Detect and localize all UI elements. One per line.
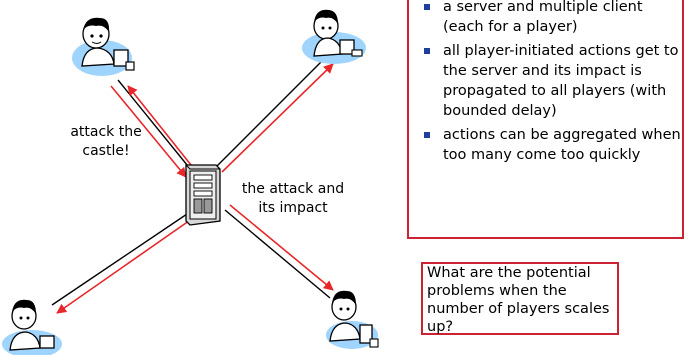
arrow-impact-to-top-left bbox=[127, 85, 196, 171]
player-bottom-left-icon bbox=[2, 299, 62, 355]
bullet-text: all player-initiated actions get to the … bbox=[443, 43, 679, 119]
label-attack-and-impact: the attack and its impact bbox=[241, 181, 345, 216]
arrow-impact-to-bottom-left bbox=[56, 215, 197, 314]
square-bullet-icon bbox=[424, 4, 430, 10]
player-top-right-icon bbox=[302, 9, 366, 64]
question-text: What are the potential problems when the… bbox=[427, 265, 610, 335]
bullet-text: actions can be aggregated when too many … bbox=[443, 127, 681, 163]
player-bottom-right-icon bbox=[326, 290, 379, 349]
client-server-diagram bbox=[2, 9, 379, 355]
label-attack-the-castle: attack the castle! bbox=[70, 124, 142, 159]
bullet-list: a server and multiple client (each for a… bbox=[419, 0, 681, 169]
bullet-item: actions can be aggregated when too many … bbox=[419, 125, 681, 165]
player-top-left-icon bbox=[72, 17, 135, 76]
link-bottom-left bbox=[51, 211, 191, 306]
arrow-impact-to-bottom-right bbox=[229, 204, 334, 291]
bullet-list-box: a server and multiple client (each for a… bbox=[407, 0, 684, 239]
server-tower-icon bbox=[185, 164, 221, 226]
question-box: What are the potential problems when the… bbox=[421, 262, 619, 335]
bullet-item: all player-initiated actions get to the … bbox=[419, 41, 681, 121]
square-bullet-icon bbox=[424, 132, 430, 138]
link-bottom-right bbox=[224, 209, 331, 299]
arrow-attack-to-server bbox=[110, 85, 187, 178]
bullet-item: a server and multiple client (each for a… bbox=[419, 0, 681, 37]
arrow-impact-to-top-right bbox=[221, 63, 334, 173]
link-top-right bbox=[214, 57, 326, 169]
bullet-text: a server and multiple client (each for a… bbox=[443, 0, 643, 35]
square-bullet-icon bbox=[424, 48, 430, 54]
